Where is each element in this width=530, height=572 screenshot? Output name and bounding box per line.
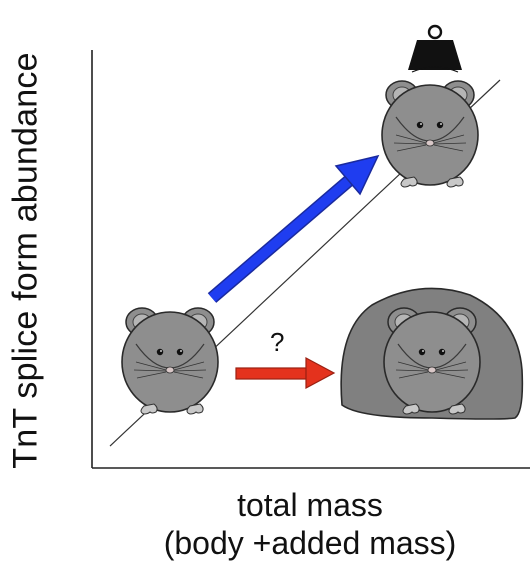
blue-arrow-icon — [207, 154, 380, 303]
y-axis-label: TnT splice form abundance — [6, 51, 45, 469]
x-axis-label: total mass (body +added mass) — [100, 486, 520, 562]
weight-icon — [408, 24, 462, 73]
mouse-icon — [121, 307, 219, 415]
question-mark: ? — [270, 327, 285, 357]
red-arrow-icon — [235, 356, 336, 390]
weighted-mouse-icon — [381, 80, 479, 188]
fat-mouse-icon — [340, 287, 524, 420]
x-axis-label-line2: (body +added mass) — [163, 525, 457, 561]
x-axis-label-line1: total mass — [237, 487, 383, 523]
